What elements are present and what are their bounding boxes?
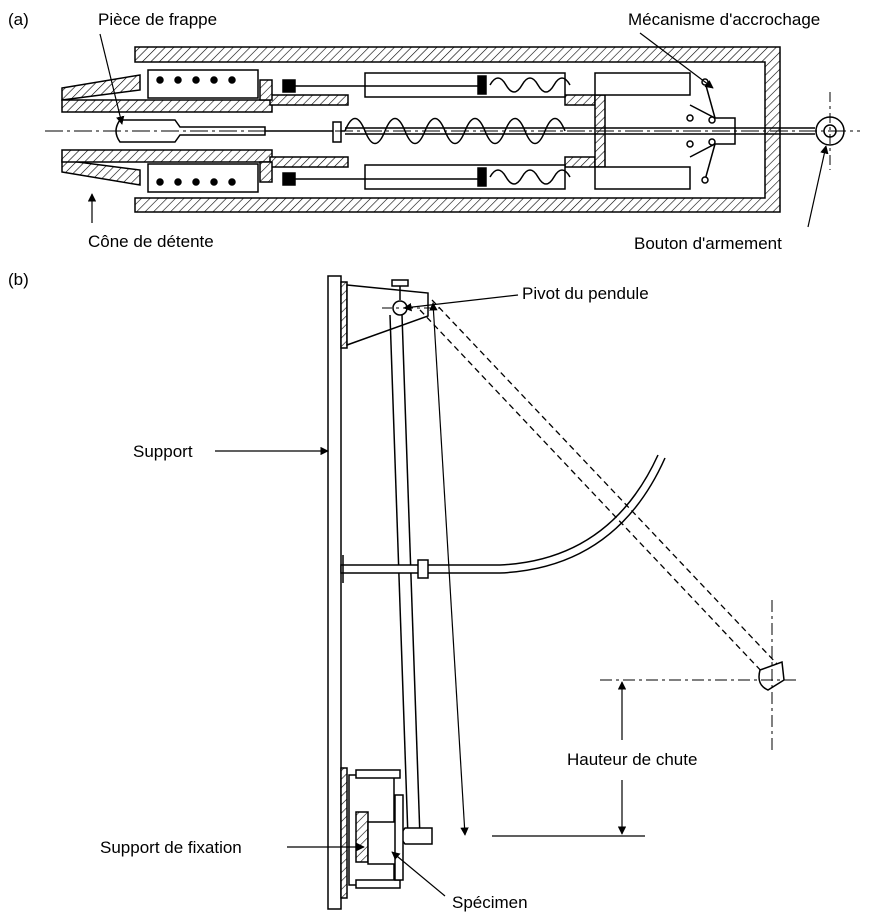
inner-sleeve-top [61,99,273,113]
panel-b: (b) [8,270,800,912]
outer-housing [134,46,781,213]
label-pivot: Pivot du pendule [522,284,649,303]
label-mounting: Support de fixation [100,838,242,857]
label-support: Support [133,442,193,461]
central-spring [344,117,566,145]
panel-a: (a) [8,10,860,253]
panel-a-label: (a) [8,10,29,29]
label-release-cone: Cône de détente [88,232,214,251]
label-striker: Pièce de frappe [98,10,217,29]
pivot-bracket [346,284,429,347]
specimen [367,821,397,865]
label-drop-height: Hauteur de chute [567,750,697,769]
label-latch: Mécanisme d'accrochage [628,10,820,29]
cone-springs [156,76,236,186]
curved-guide [428,454,659,566]
raised-pendulum [419,299,779,676]
label-specimen: Spécimen [452,893,528,912]
hammer-section [61,46,845,213]
label-cocking-knob: Bouton d'armement [634,234,782,253]
inner-sleeve-bottom [61,149,273,163]
release-cone [61,74,141,101]
panel-b-label: (b) [8,270,29,289]
support-board [327,275,342,910]
